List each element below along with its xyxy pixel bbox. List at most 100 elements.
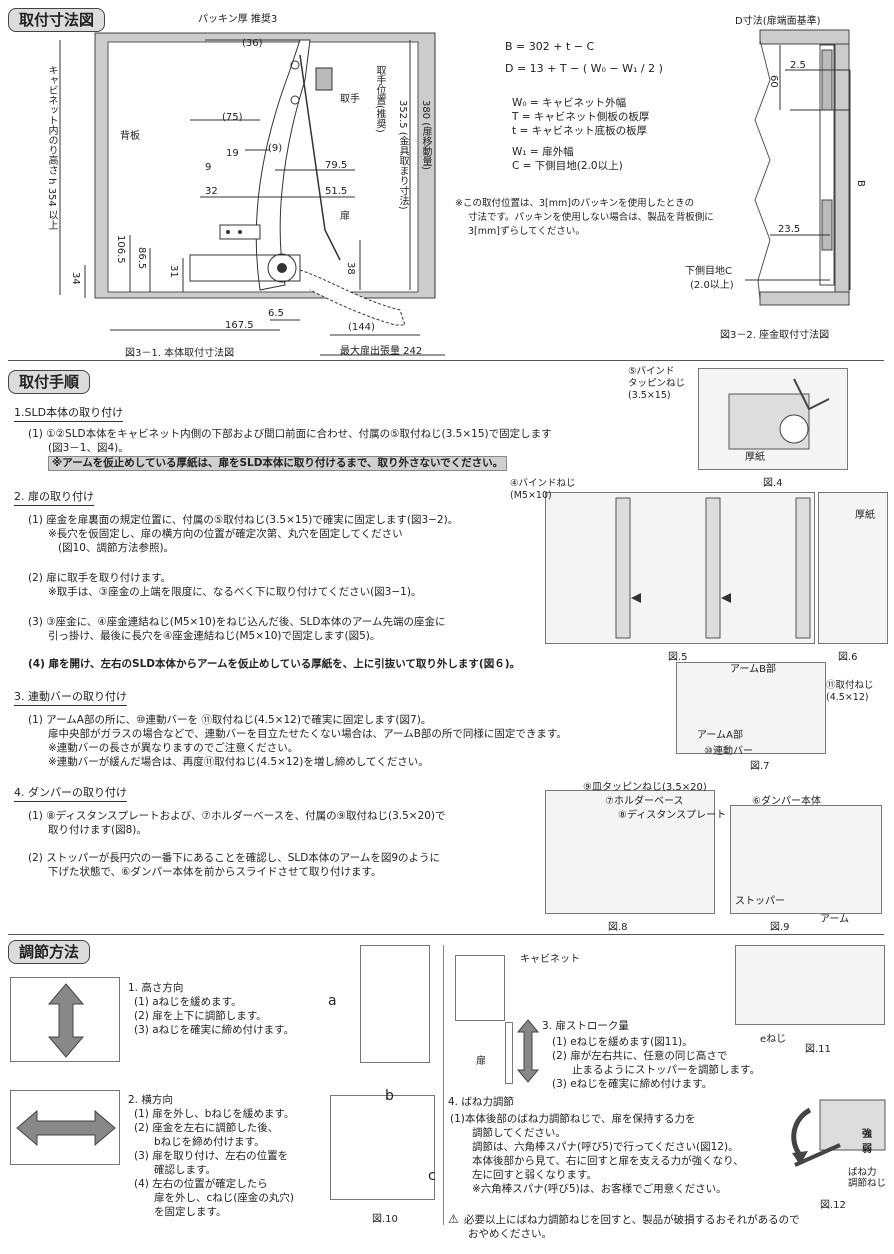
fig6-paper-label: 厚紙 [855,510,875,521]
dim-31: 31 [168,265,179,278]
fig4-screw-label: ⑤バインド タッピンねじ (3.5×15) [628,366,686,401]
spring-adjust-drawing [791,1099,886,1167]
fig7-bar: ⑩連動バー [704,746,753,757]
step2-line-1: (1) 座金を扉裏面の規定位置に、付属の⑤取付ねじ(3.5×15)で確実に固定し… [28,514,459,526]
fig-3-2-caption: 図3－2. 座金取付寸法図 [720,330,830,341]
spring-line-1: (1)本体後部のばね力調節ねじで、扉を保持する力を [450,1113,696,1125]
lateral-line-6: (4) 左右の位置が確定したら [134,1178,268,1190]
fig7-arm-a: アームA部 [697,730,743,741]
step1-heading: 1.SLD本体の取り付け [14,404,124,422]
dim-34: 34 [70,272,81,285]
formula-d: D = 13 + T − ( W₀ − W₁ / 2 ) [505,62,663,75]
lateral-heading: 2. 横方向 [128,1094,173,1106]
lateral-line-7: 扉を外し、cねじ(座金の丸穴) [154,1192,294,1204]
cabinet-box [455,955,505,1021]
dim-9: 9 [205,162,212,173]
lateral-line-1: (1) 扉を外し、bねじを緩めます。 [134,1108,295,1120]
fig4-caption: 図.4 [763,478,783,489]
lateral-line-8: を固定します。 [154,1206,227,1218]
cabinet-label: キャビネット [520,954,580,965]
step4-line-3: (2) ストッパーが長円穴の一番下にあることを確認し、SLD本体のアームを図9の… [28,852,441,864]
figure-8 [545,790,715,914]
figure-5-drawing [615,497,811,639]
divider-1 [8,360,884,361]
install-dim-title: 取付寸法図 [8,8,106,32]
dim-19: 19 [226,148,239,159]
fig7-arm-b: アームB部 [730,664,776,675]
spring-line-2: 調節してください。 [472,1127,566,1139]
step2-line-7: 引っ掛け、最後に長穴を④座金連結ねじ(M5×10)で固定します(図5)。 [48,630,381,642]
stroke-heading: 3. 扉ストローク量 [542,1020,629,1032]
fig5-screw-label: ④バインドねじ (M5×10) [510,478,576,501]
fig8-label-1: ⑨皿タッピンねじ(3.5×20) [583,782,707,793]
vertical-divider [443,945,444,1225]
step4-line-4: 下げた状態で、⑥ダンパー本体を前からスライドさせて取り付けます。 [48,866,382,878]
fig6-caption: 図.6 [838,652,858,663]
screw-e-label: eねじ [760,1034,787,1045]
door-label-adj: 扉 [476,1056,486,1067]
note-line-3: 3[mm]ずらしてください。 [468,226,585,237]
figure-4 [698,368,848,470]
dim-6-5: 6.5 [268,308,284,319]
step2-line-2: ※長穴を仮固定し、扉の横方向の位置が確定次第、丸穴を固定してください [48,528,403,540]
fig9-label-1: ⑥ダンパー本体 [752,796,821,807]
step4-line-2: 取り付けます(図8)。 [48,824,147,836]
def-c: C = 下側目地(2.0以上) [512,160,623,172]
divider-2 [8,934,884,935]
warning-line-2: おやめください。 [468,1228,552,1240]
step2-line-6: (3) ③座金に、④座金連結ねじ(M5×10)をねじ込んだ後、SLD本体のアーム… [28,616,446,628]
packing-label: パッキン厚 推奨3 [198,14,278,25]
def-t-upper: T = キャビネット側板の板厚 [512,111,650,123]
dim-2-5: 2.5 [790,60,806,71]
door-move-label: 380 (扉移動量) [420,100,431,171]
fig11-caption: 図.11 [805,1044,831,1055]
step3-heading: 3. 連動バーの取り付け [14,688,127,706]
figure-5 [545,492,815,644]
dim-106-5: 106.5 [115,235,126,264]
screw-a-label: a [328,993,337,1009]
figure-11 [735,945,885,1025]
fig7-caption: 図.7 [750,761,770,772]
fig12-caption: 図.12 [820,1200,846,1211]
stroke-line-2: (2) 扉が左右共に、任意の同じ高さで [552,1050,728,1062]
gap-value: (2.0以上) [690,280,734,291]
step2-line-4: (2) 扉に取手を取り付けます。 [28,572,172,584]
fig9-label-2: ストッパー [735,896,785,907]
def-w0: W₀ = キャビネット外幅 [512,97,627,109]
fig4-paper-label: 厚紙 [745,452,765,463]
body-dimension-drawing [59,29,851,356]
warning-icon: ⚠ [448,1212,459,1226]
spring-line-3: 調節は、六角棒スパナ(呼び5)で行ってください(図12)。 [472,1141,739,1153]
spring-line-5: 左に回すと弱くなります。 [472,1169,597,1181]
dim-23-5: 23.5 [778,224,801,235]
lateral-line-2: (2) 座金を左右に調節した後、 [134,1122,279,1134]
up-down-arrow-icon [47,983,85,1058]
screw-c-label: c [428,1168,436,1184]
lateral-figure [330,1095,435,1200]
handle-pos-label: 取手位置(推奨) [374,65,385,133]
step3-line-4: ※連動バーが緩んだ場合は、再度⑪取付ねじ(4.5×12)を増し締めしてください。 [48,756,429,768]
dim-167-5: 167.5 [225,320,254,331]
metal-pos-label: 352.5 (金具取まり寸法) [397,100,408,210]
height-figure [360,945,430,1063]
stroke-line-4: (3) eねじを確実に締め付けます。 [552,1078,713,1090]
step3-line-1: (1) アームA部の所に、⑩連動バーを ⑪取付ねじ(4.5×12)で確実に固定し… [28,714,432,726]
adjust-title: 調節方法 [8,940,91,964]
max-door-label: 最大扉出張量 242 [340,346,423,357]
dim-86-5: 86.5 [136,247,147,270]
dim-79-5: 79.5 [325,160,348,171]
cabinet-height-label: キャビネット内のり高さ h 354 以上 [46,65,57,230]
height-heading: 1. 高さ方向 [128,982,184,994]
fig10-caption: 図.10 [372,1214,398,1225]
backboard-label: 背板 [120,131,140,142]
fig8-label-3: ⑧ディスタンスプレート [618,810,727,821]
lateral-line-5: 確認します。 [154,1164,216,1176]
step2-line-5: ※取手は、③座金の上端を限度に、なるべく下に取り付けてください(図3−1)。 [48,586,422,598]
stroke-line-3: 止まるようにストッパーを調節します。 [572,1064,760,1076]
dim-38: 38 [345,262,356,275]
fig5-caption: 図.5 [668,652,688,663]
lateral-arrow-box [10,1090,120,1165]
formula-b: B = 302 + t − C [505,40,595,53]
dim-36: (36) [242,38,263,49]
dim-9p: (9) [268,143,283,154]
